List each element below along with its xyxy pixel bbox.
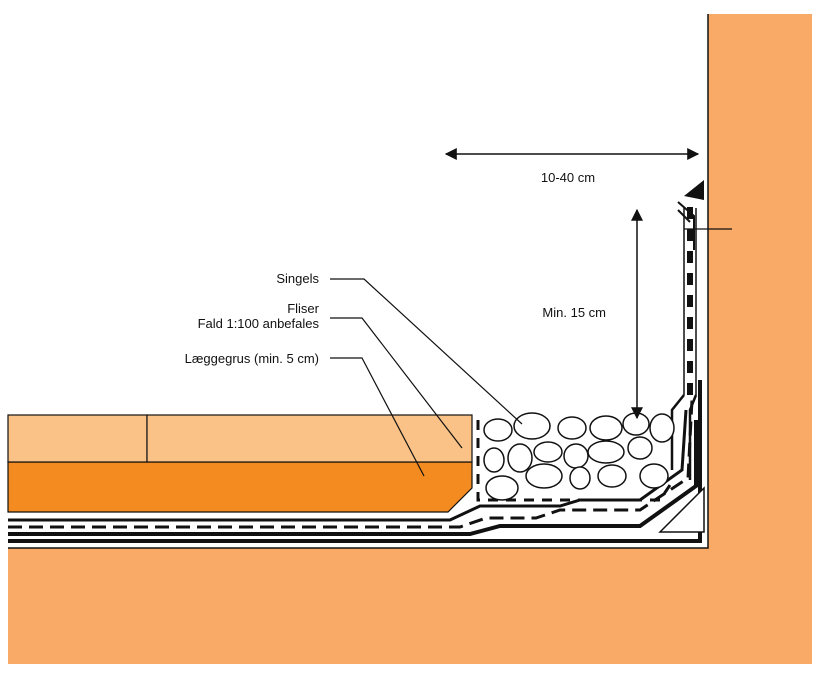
membrane-layer-3	[8, 409, 688, 522]
label-fliser: Fliser	[287, 301, 319, 316]
building-wall	[8, 14, 812, 664]
leader-lines	[330, 278, 523, 477]
pebbles	[483, 412, 675, 501]
membrane-corner	[670, 394, 698, 480]
height-dimension-label: Min. 15 cm	[542, 305, 606, 320]
pebble-separator-dashed	[476, 420, 674, 502]
tile-right	[146, 414, 473, 463]
gravel-bed	[7, 461, 473, 513]
membrane-upturn-outline	[683, 208, 697, 395]
label-fald: Fald 1:100 anbefales	[198, 316, 320, 331]
membrane-layer-2	[8, 420, 698, 536]
label-singels: Singels	[276, 271, 319, 286]
label-laeggegrus: Læggegrus (min. 5 cm)	[185, 351, 319, 366]
corner-fillet	[658, 486, 705, 533]
membrane-dashed-1	[8, 399, 694, 529]
width-dimension-label: 10-40 cm	[541, 170, 595, 185]
termination-flashing	[684, 180, 704, 200]
wall-edge	[8, 14, 709, 549]
tile-left	[7, 414, 148, 463]
flashing-strip	[677, 201, 695, 250]
membrane-bottom	[8, 380, 702, 543]
